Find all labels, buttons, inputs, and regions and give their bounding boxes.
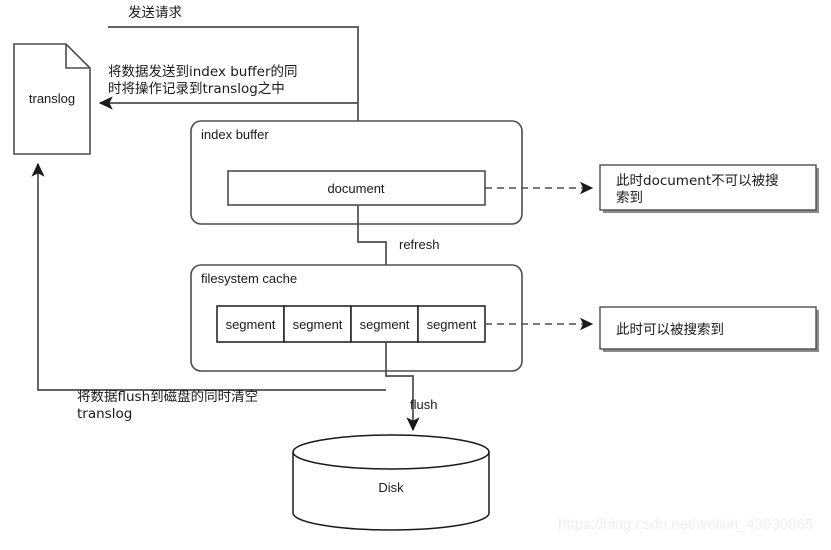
flush-label: flush bbox=[410, 397, 437, 412]
translog-document-body bbox=[13, 43, 91, 155]
disk-cylinder-top bbox=[292, 434, 490, 470]
flush-path bbox=[385, 342, 420, 432]
refresh-label: refresh bbox=[399, 237, 439, 252]
annotation-not-searchable[interactable]: 此时document不可以被搜 索到 bbox=[599, 164, 819, 213]
send-request-label: 发送请求 bbox=[128, 5, 182, 21]
segment-box-3[interactable] bbox=[417, 305, 486, 343]
to-translog-label-line2: 时将操作记录到translog之中 bbox=[108, 81, 285, 97]
annotation-1-line1: 此时document不可以被搜 bbox=[616, 173, 779, 189]
disk-cylinder-body bbox=[292, 451, 490, 531]
flush-note-line1: 将数据flush到磁盘的同时清空 bbox=[77, 388, 258, 405]
annotation-2-line1: 此时可以被搜索到 bbox=[616, 322, 724, 338]
node-translog[interactable]: translog bbox=[13, 43, 91, 155]
container-index-buffer[interactable]: index buffer document bbox=[190, 120, 523, 225]
segment-label-3: segment bbox=[427, 317, 477, 332]
edge-flush: flush bbox=[385, 342, 437, 432]
annotation-1-line2: 索到 bbox=[616, 190, 643, 206]
to-translog-label-line1: 将数据发送到index buffer的同 bbox=[108, 64, 298, 80]
container-filesystem-cache[interactable]: filesystem cache segment segment segment… bbox=[190, 264, 523, 372]
edge-clear-translog: 将数据flush到磁盘的同时清空 translog bbox=[31, 162, 386, 422]
flush-note-line2: translog bbox=[77, 406, 132, 422]
translog-folded-corner bbox=[65, 44, 90, 69]
edge-to-translog: 将数据发送到index buffer的同 时将操作记录到translog之中 bbox=[98, 64, 358, 110]
translog-label: translog bbox=[29, 91, 75, 106]
segment-row: segment segment segment segment bbox=[216, 305, 486, 343]
segment-label-2: segment bbox=[360, 317, 410, 332]
filesystem-cache-label: filesystem cache bbox=[201, 271, 297, 286]
disk-label: Disk bbox=[378, 480, 404, 495]
document-label: document bbox=[327, 181, 384, 196]
node-disk[interactable]: Disk bbox=[292, 434, 490, 531]
segment-label-0: segment bbox=[226, 317, 276, 332]
annotation-searchable[interactable]: 此时可以被搜索到 bbox=[599, 306, 819, 352]
annotation-1-box bbox=[599, 164, 817, 211]
index-buffer-label: index buffer bbox=[201, 127, 269, 142]
segment-label-1: segment bbox=[293, 317, 343, 332]
segment-box-0[interactable] bbox=[216, 305, 285, 343]
annotation-2-box bbox=[599, 306, 817, 350]
clear-translog-path bbox=[31, 162, 386, 391]
watermark-text: https://blog.csdn.net/weixin_43930865 bbox=[558, 516, 813, 533]
